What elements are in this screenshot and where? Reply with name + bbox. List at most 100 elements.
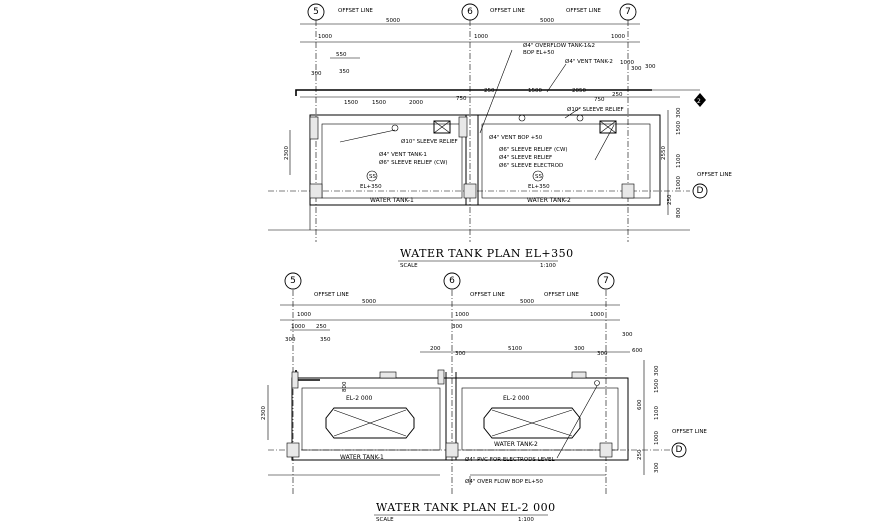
vent-circle: [391, 124, 399, 132]
dim-text: 300: [452, 324, 463, 330]
offset-line-label: OFFSET LINE: [470, 292, 505, 298]
dim-text: 1000: [620, 60, 634, 66]
grid-bubble-7: [597, 272, 615, 290]
grid-bubble-7: [619, 3, 637, 21]
dim-text: 5000: [520, 299, 534, 305]
dim-text: 350: [339, 69, 350, 75]
offset-line-label: OFFSET LINE: [672, 429, 707, 435]
outer-wall: [295, 89, 652, 96]
dim-text: 300: [455, 351, 466, 357]
dim-text: 300: [654, 462, 660, 473]
level-text: EL+350: [528, 184, 550, 190]
annotation: Ø4" VENT TANK-1: [379, 151, 427, 158]
level-circle: [366, 170, 378, 182]
dim-text: 1100: [654, 406, 660, 420]
grid-label-d: D: [697, 186, 704, 196]
dim-text: 1000: [297, 312, 311, 318]
column: [437, 369, 445, 385]
dim-text: 2300: [284, 146, 290, 160]
grid-bubble-6: [461, 3, 479, 21]
leader: [479, 49, 513, 134]
offset-line-label: OFFSET LINE: [544, 292, 579, 298]
dim-text: 800: [676, 207, 682, 218]
annotation: Ø4" SLEEVE RELIEF: [499, 154, 552, 161]
north-arrow-icon: [694, 93, 706, 107]
grid-label-6: 6: [467, 7, 473, 17]
dim-text: 1000: [611, 34, 625, 40]
dim-text: 250: [667, 194, 673, 205]
annotation: Ø6" SLEEVE RELIEF (CW): [499, 146, 568, 153]
column: [458, 116, 468, 138]
annotation: Ø4" OVERFLOW TANK-1&2: [523, 42, 595, 49]
level-tag: SS: [369, 174, 376, 180]
vent-circle: [594, 380, 600, 386]
dim-text: 300: [676, 107, 682, 118]
annotation: Ø4" VENT TANK-2: [565, 58, 613, 65]
pit-cross: [491, 409, 573, 437]
dim-text: 1500: [344, 100, 358, 106]
dim-text: 550: [336, 52, 347, 58]
tank-1-inner: [321, 123, 463, 199]
dim-text: 300: [631, 66, 642, 72]
tank-2-inner: [481, 123, 651, 199]
dim-text: 5100: [508, 346, 522, 352]
dim-text: 2550: [661, 146, 667, 160]
annotation: Ø6" SLEEVE ELECTROD: [499, 162, 563, 169]
manhole: [599, 120, 617, 134]
column: [445, 442, 459, 458]
annotation: Ø10" SLEEVE RELIEF: [401, 138, 458, 145]
dim-text: 300: [597, 351, 608, 357]
dim-text: 1000: [455, 312, 469, 318]
dim-text: 1000: [318, 34, 332, 40]
level-circle: [532, 170, 544, 182]
dim-text: 5000: [362, 299, 376, 305]
offset-line-label: OFFSET LINE: [338, 8, 373, 14]
dim-text: 300: [645, 64, 656, 70]
scale-value: 1:100: [518, 517, 534, 523]
dim-text: 1500: [654, 379, 660, 393]
annotation: Ø4" PVC FOR ELECTRODS LEVEL: [465, 456, 555, 463]
level-text: EL+350: [360, 184, 382, 190]
manhole: [571, 371, 587, 379]
dim-text: 5000: [540, 18, 554, 24]
north-tag: 2: [697, 98, 701, 105]
plan-2: 5 6 7 D OFFSET LINE OFFSET LINE OFFSET L…: [261, 272, 707, 523]
leader: [546, 63, 567, 93]
dim-text: 750: [594, 97, 605, 103]
scale-label: SCALE: [400, 263, 418, 269]
offset-line-label: OFFSET LINE: [314, 292, 349, 298]
offset-line-label: OFFSET LINE: [697, 172, 732, 178]
dim-text: 2000: [409, 100, 423, 106]
pit-cross: [333, 409, 407, 437]
dim-text: 1500: [528, 88, 542, 94]
manhole: [433, 120, 451, 134]
grid-label-7: 7: [625, 7, 631, 17]
dim-text: 250: [316, 324, 327, 330]
grid-label-7: 7: [603, 276, 609, 286]
dim-text: 300: [285, 337, 296, 343]
leader: [339, 129, 396, 143]
dim-text: 300: [622, 332, 633, 338]
grid-label-d: D: [676, 445, 683, 455]
dim-text: 250: [484, 88, 495, 94]
column: [463, 183, 477, 199]
grid-label-5: 5: [290, 276, 296, 286]
level-tag: SS: [535, 174, 542, 180]
grid-bubble-d: [671, 442, 687, 458]
grid-label-5: 5: [313, 7, 319, 17]
scale-label: SCALE: [376, 517, 394, 523]
annotation: Ø6" SLEEVE RELIEF (CW): [379, 159, 448, 166]
leader: [564, 107, 581, 119]
dim-text: 200: [430, 346, 441, 352]
dim-text: 750: [456, 96, 467, 102]
offset-line-label: OFFSET LINE: [490, 8, 525, 14]
dim-text: 1000: [654, 431, 660, 445]
tank-label: WATER TANK-1: [370, 197, 414, 204]
manhole: [379, 371, 397, 379]
sump-pit: [483, 407, 581, 439]
dim-text: 1000: [676, 176, 682, 190]
tank-2-inner: [461, 387, 619, 451]
column: [286, 442, 300, 458]
offset-line-label: OFFSET LINE: [566, 8, 601, 14]
